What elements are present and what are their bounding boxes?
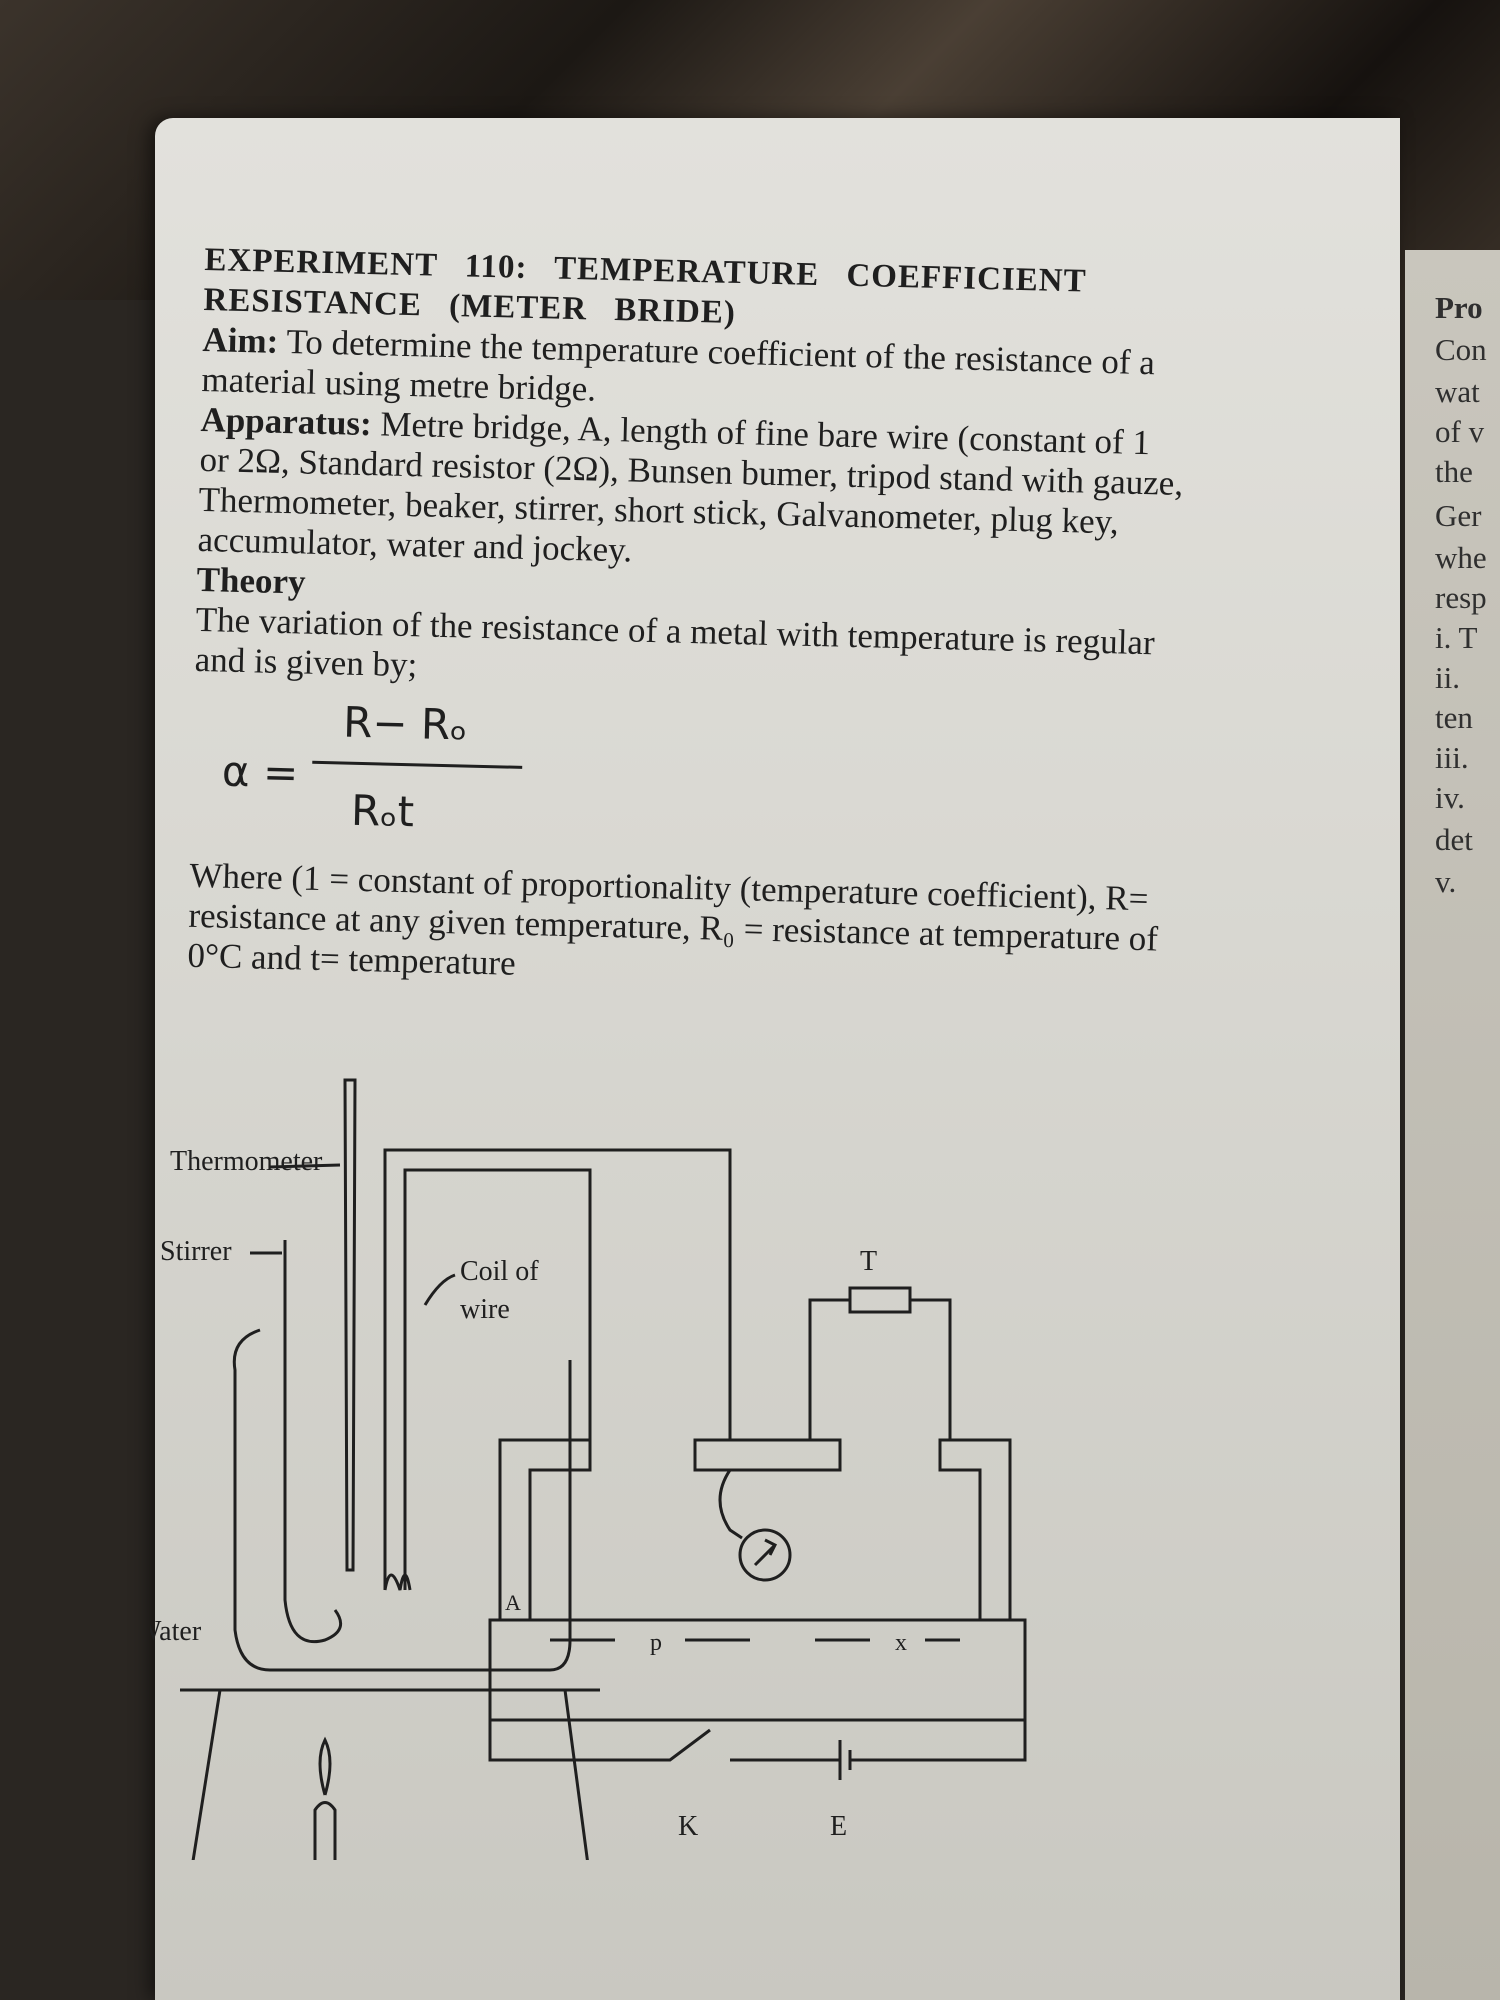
facing-fragment: iii.	[1435, 740, 1469, 775]
facing-fragment: det	[1435, 822, 1473, 857]
label-A: A	[505, 1590, 521, 1615]
label-T: T	[860, 1246, 877, 1277]
coil-of-wire	[383, 1573, 412, 1591]
facing-fragment: Con	[1435, 332, 1487, 367]
thermometer	[343, 1078, 357, 1572]
galvanometer-needle	[753, 1538, 778, 1567]
label-E: E	[830, 1811, 847, 1842]
middle-terminal	[693, 1438, 842, 1472]
apparatus-diagram: Thermometer Stirrer Coil of wire Water T…	[150, 1078, 1027, 1860]
formula-numerator: R− Rₒ	[342, 697, 469, 750]
label-stirrer: Stirrer	[160, 1236, 232, 1267]
label-p: p	[650, 1630, 662, 1656]
beaker	[232, 1328, 572, 1672]
facing-fragment: ten	[1435, 700, 1473, 735]
label-water: Water	[150, 1616, 202, 1647]
facing-page-edge: Pro Con wat of v the Ger whe resp i. T i…	[1405, 250, 1500, 2000]
fraction-bar	[312, 760, 523, 769]
facing-fragment: Ger	[1435, 498, 1482, 533]
external-circuit	[488, 1720, 1027, 1780]
formula-denominator: Rₒt	[350, 785, 415, 837]
bunsen-burner	[313, 1801, 337, 1860]
label-thermometer: Thermometer	[170, 1146, 323, 1177]
right-terminal	[938, 1438, 1012, 1622]
coil-leads	[383, 1148, 732, 1590]
standard-resistor	[848, 1286, 912, 1314]
galvanometer-lead	[718, 1469, 743, 1540]
coil-pointer	[423, 1273, 456, 1306]
tripod-stand	[180, 1688, 600, 1860]
facing-fragment: of v	[1435, 414, 1485, 449]
book-page	[155, 118, 1400, 2000]
facing-fragment: wat	[1435, 374, 1480, 409]
facing-fragment: v.	[1435, 864, 1457, 899]
facing-fragment: the	[1435, 454, 1473, 489]
facing-fragment: whe	[1435, 540, 1487, 575]
galvanometer	[738, 1528, 792, 1582]
thermometer-pointer	[269, 1163, 341, 1169]
facing-fragment: ii.	[1435, 660, 1460, 695]
formula-lhs: α =	[221, 746, 299, 798]
facing-fragment: i. T	[1435, 620, 1478, 655]
apparatus-label: Apparatus:	[200, 399, 373, 444]
burner-flame	[318, 1736, 332, 1796]
aim-label: Aim:	[202, 319, 279, 361]
resistor-leads	[808, 1298, 952, 1440]
label-coil-1: Coil of	[460, 1256, 539, 1287]
facing-fragment: resp	[1435, 580, 1487, 615]
page-text: EXPERIMENT 110: TEMPERATURE COEFFICIENT …	[187, 240, 1355, 1004]
stirrer	[283, 1240, 343, 1643]
label-x: x	[895, 1630, 907, 1656]
label-K: K	[678, 1811, 698, 1842]
facing-fragment: Pro	[1435, 290, 1483, 325]
facing-fragment: iv.	[1435, 780, 1465, 815]
label-coil-2: wire	[460, 1294, 510, 1325]
formula: α = R− Rₒ Rₒt	[190, 686, 1344, 884]
